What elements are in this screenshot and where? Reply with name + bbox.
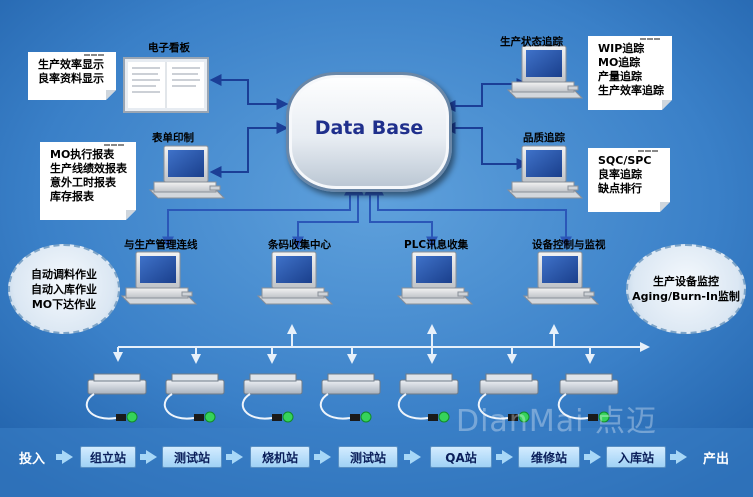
field-bus xyxy=(113,324,650,364)
note-line: 产量追踪 xyxy=(598,70,642,83)
barcode-scanners xyxy=(85,373,619,423)
e-board-screen xyxy=(123,57,209,113)
label-barcode-center: 条码收集中心 xyxy=(268,239,331,251)
note-quality-track: SQC/SPC 良率追踪 缺点排行 xyxy=(588,148,670,212)
bubble-automation: 自动调料作业 自动入库作业 MO下达作业 xyxy=(8,244,120,334)
flow-station: 维修站 xyxy=(518,446,580,468)
barcode-scanner-icon xyxy=(397,373,459,423)
note-line: 良率资料显示 xyxy=(38,72,104,85)
computer-barcode-center-icon xyxy=(256,251,334,305)
label-equipment-control: 设备控制与监视 xyxy=(532,239,606,251)
barcode-scanner-icon xyxy=(85,373,147,423)
computer-quality-track-icon xyxy=(506,145,584,199)
db-connectors xyxy=(209,74,529,178)
note-line: SQC/SPC xyxy=(598,154,652,167)
label-mgmt-link: 与生产管理连线 xyxy=(124,239,198,251)
barcode-scanner-icon xyxy=(557,373,619,423)
computer-mgmt-link-icon xyxy=(120,251,198,305)
computer-plc-icon xyxy=(396,251,474,305)
note-e-board: 生产效率显示 良率资料显示 xyxy=(28,52,116,100)
bubble-equipment-monitor: 生产设备监控 Aging/Burn-In监制 xyxy=(626,244,746,334)
flow-arrow-icon xyxy=(56,450,73,464)
flow-arrow-icon xyxy=(670,450,687,464)
flow-arrow-icon xyxy=(226,450,243,464)
database-node: Data Base xyxy=(286,72,452,192)
note-line: WIP追踪 xyxy=(598,42,645,55)
bubble-line: Aging/Burn-In监制 xyxy=(632,290,740,303)
note-line: 库存报表 xyxy=(50,190,94,203)
note-report-print: MO执行报表 生产线绩效报表 意外工时报表 库存报表 xyxy=(40,142,136,220)
flow-arrow-icon xyxy=(496,450,513,464)
lower-connectors xyxy=(162,183,572,249)
flow-arrow-icon xyxy=(140,450,157,464)
note-line: MO执行报表 xyxy=(50,148,115,161)
computer-equipment-icon xyxy=(522,251,600,305)
flow-end: 产出 xyxy=(702,451,729,467)
database-label: Data Base xyxy=(314,117,424,139)
note-line: 意外工时报表 xyxy=(50,176,116,189)
note-line: 缺点排行 xyxy=(598,182,642,195)
label-report-print: 表单印制 xyxy=(152,132,194,144)
label-plc: PLC讯息收集 xyxy=(404,239,469,251)
note-line: 良率追踪 xyxy=(598,168,642,181)
bubble-line: 自动入库作业 xyxy=(31,282,97,296)
note-status-track: WIP追踪 MO追踪 产量追踪 生产效率追踪 xyxy=(588,36,672,110)
barcode-scanner-icon xyxy=(241,373,303,423)
flow-arrow-icon xyxy=(584,450,601,464)
flow-station: QA站 xyxy=(430,446,492,468)
flow-station: 测试站 xyxy=(338,446,398,468)
note-line: MO追踪 xyxy=(598,56,641,69)
flow-start: 投入 xyxy=(18,451,45,467)
flow-arrow-icon xyxy=(404,450,421,464)
bubble-line: MO下达作业 xyxy=(31,297,97,311)
flow-station: 测试站 xyxy=(162,446,222,468)
note-line: 生产效率追踪 xyxy=(598,84,664,97)
computer-status-track-icon xyxy=(506,45,584,99)
flow-station: 组立站 xyxy=(80,446,136,468)
flow-station: 入库站 xyxy=(606,446,666,468)
bubble-line: 生产设备监控 xyxy=(653,275,719,288)
barcode-scanner-icon xyxy=(163,373,225,423)
watermark: DianMai 点迈 xyxy=(456,404,657,439)
label-status-track: 生产状态追踪 xyxy=(500,36,563,48)
barcode-scanner-icon xyxy=(319,373,381,423)
computer-report-print-icon xyxy=(148,145,226,199)
flow-arrow-icon xyxy=(314,450,331,464)
note-line: 生产效率显示 xyxy=(38,58,104,71)
label-quality-track: 品质追踪 xyxy=(523,132,565,144)
computer-workstations xyxy=(120,45,600,305)
label-e-board: 电子看板 xyxy=(148,42,190,54)
flow-station: 烧机站 xyxy=(250,446,310,468)
note-line: 生产线绩效报表 xyxy=(50,162,127,175)
bubble-line: 自动调料作业 xyxy=(31,267,97,281)
barcode-scanner-icon xyxy=(477,373,539,423)
